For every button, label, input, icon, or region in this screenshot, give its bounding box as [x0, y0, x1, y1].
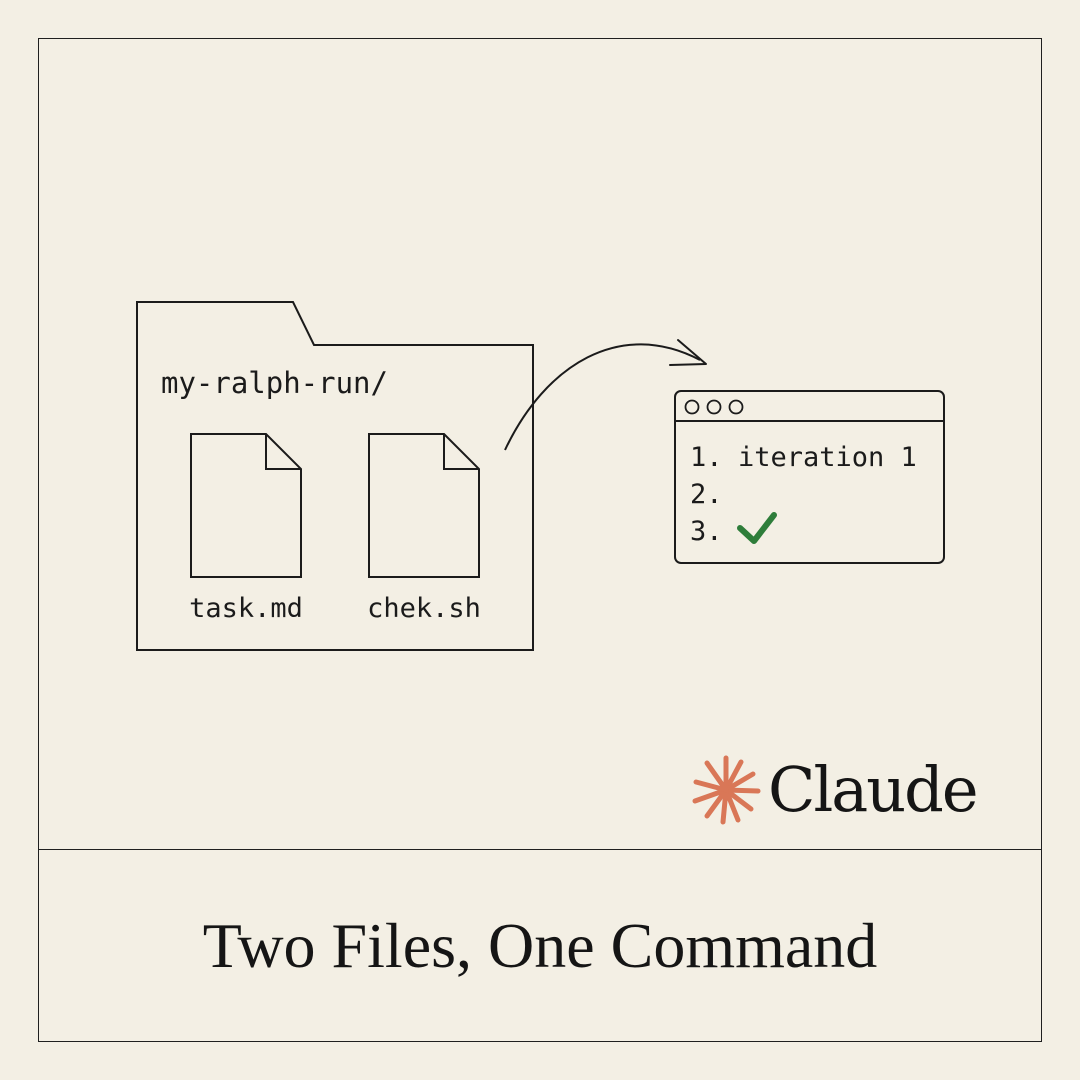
- folder-icon: [136, 301, 534, 651]
- window-dot-icon: [706, 399, 722, 415]
- caption-title: Two Files, One Command: [202, 909, 878, 981]
- document-icon: [190, 433, 302, 578]
- document-fold: [265, 434, 301, 470]
- folder-name: my-ralph-run/: [161, 366, 388, 400]
- terminal-line-text: iteration 1: [738, 442, 917, 473]
- file-name: chek.sh: [367, 593, 481, 624]
- file-chek-sh: chek.sh: [367, 433, 481, 624]
- checkmark-icon: [737, 512, 777, 544]
- claude-brand: Claude: [690, 748, 979, 832]
- document-fold: [443, 434, 479, 470]
- terminal-window: 1. iteration 1 2. 3.: [674, 390, 945, 564]
- folder: my-ralph-run/: [136, 301, 534, 651]
- caption-divider: [38, 849, 1042, 850]
- arrow-icon: [504, 339, 707, 451]
- document-icon: [368, 433, 480, 578]
- sparkle-logo-icon: [692, 755, 761, 825]
- terminal-line-number: 1.: [690, 442, 723, 473]
- terminal-frame: [674, 390, 945, 564]
- terminal-line-number: 3.: [690, 516, 723, 547]
- file-name: task.md: [189, 593, 303, 624]
- brand-name: Claude: [768, 753, 979, 826]
- window-dot-icon: [684, 399, 700, 415]
- terminal-line-number: 2.: [690, 479, 723, 510]
- outer-frame: [38, 38, 1042, 1042]
- window-dot-icon: [728, 399, 744, 415]
- file-task-md: task.md: [189, 433, 303, 624]
